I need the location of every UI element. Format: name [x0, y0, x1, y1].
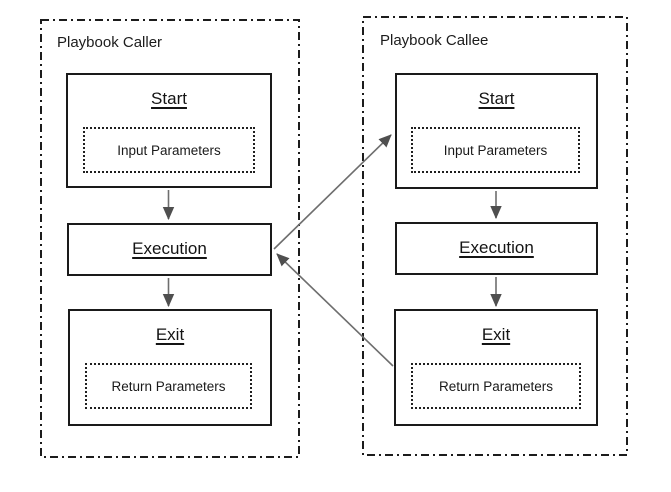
edge-callee-exit-to-caller-execution [276, 253, 394, 367]
caller-exit-label: Exit [155, 325, 185, 344]
caller-container-border [40, 19, 300, 458]
callee-container-border [362, 16, 628, 456]
callee-exit-node: Exit Return Parameters [394, 309, 598, 426]
callee-exit-label: Exit [481, 325, 511, 344]
caller-exit-node: Exit Return Parameters [68, 309, 272, 426]
callee-container-title: Playbook Callee [380, 32, 489, 49]
callee-input-parameters-box: Input Parameters [411, 127, 580, 173]
caller-start-label: Start [151, 89, 187, 108]
callee-return-parameters-box: Return Parameters [411, 363, 581, 409]
callee-return-parameters-label: Return Parameters [438, 378, 554, 394]
caller-execution-label: Execution [132, 239, 207, 258]
caller-input-parameters-box: Input Parameters [83, 127, 255, 173]
caller-return-parameters-label: Return Parameters [111, 378, 226, 394]
callee-start-label: Start [478, 89, 515, 108]
caller-return-parameters-box: Return Parameters [85, 363, 252, 409]
caller-execution-node: Execution [67, 223, 272, 276]
callee-execution-label: Execution [459, 238, 534, 257]
caller-start-node: Start Input Parameters [66, 73, 272, 188]
caller-container-title: Playbook Caller [57, 34, 163, 51]
caller-input-parameters-label: Input Parameters [117, 142, 221, 158]
callee-start-node: Start Input Parameters [395, 73, 598, 189]
callee-execution-node: Execution [395, 222, 598, 275]
callee-input-parameters-label: Input Parameters [443, 142, 548, 158]
edge-caller-execution-to-callee-start [273, 134, 392, 250]
